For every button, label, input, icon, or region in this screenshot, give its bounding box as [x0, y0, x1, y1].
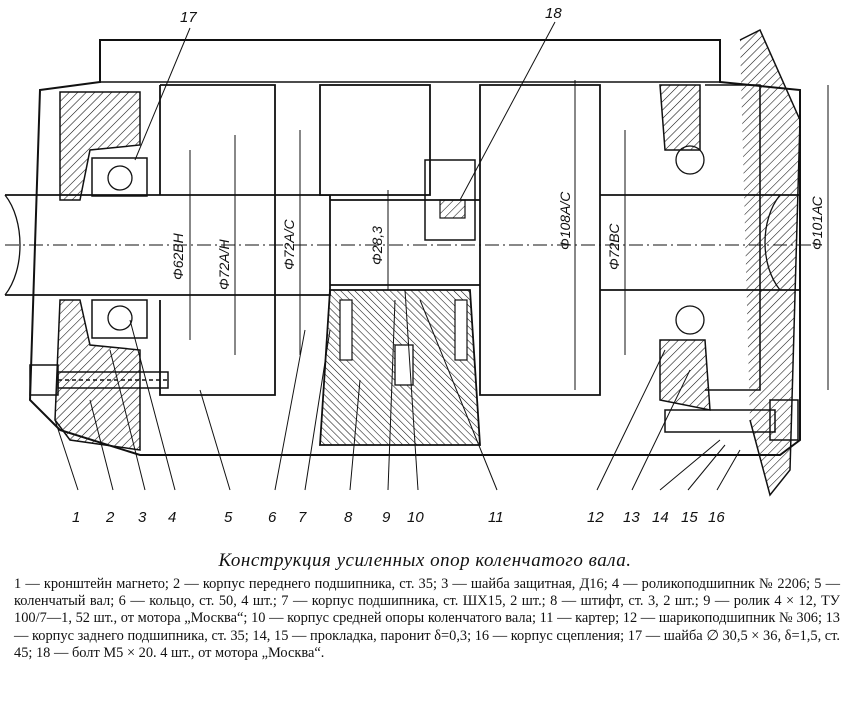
front-bearing-housing — [54, 91, 148, 451]
callout-5: 5 — [224, 509, 233, 526]
callout-10: 10 — [407, 509, 424, 526]
callout-numbers: 1 2 3 4 5 6 7 8 9 10 11 12 13 14 15 16 1… — [72, 5, 725, 526]
magneto-bolt — [29, 364, 169, 396]
leader-lines — [54, 21, 741, 491]
rear-bearing-housing — [659, 28, 801, 497]
dim-101: Φ101АС — [809, 195, 825, 250]
callout-15: 15 — [681, 509, 698, 526]
dim-72-middle: Φ72А/С — [281, 218, 297, 270]
callout-7: 7 — [298, 509, 307, 526]
callout-12: 12 — [587, 509, 604, 526]
dim-72-front: Φ72А/Н — [216, 238, 232, 290]
callout-4: 4 — [168, 509, 176, 526]
figure-caption: Конструкция усиленных опор коленчатого в… — [218, 550, 632, 571]
callout-16: 16 — [708, 509, 725, 526]
callout-3: 3 — [138, 509, 147, 526]
callout-1: 1 — [72, 509, 80, 526]
callout-13: 13 — [623, 509, 640, 526]
dim-108: Φ108А/С — [557, 191, 573, 250]
dimension-labels: Φ62ВН Φ72А/Н Φ72А/С Φ28,3 Φ108А/С Φ72ВС … — [170, 191, 825, 290]
callout-14: 14 — [652, 509, 669, 526]
callout-9: 9 — [382, 509, 391, 526]
crankshaft — [4, 84, 801, 396]
callout-17: 17 — [180, 9, 197, 26]
middle-support-housing — [319, 84, 481, 446]
callout-8: 8 — [344, 509, 353, 526]
callout-11: 11 — [488, 509, 504, 526]
legend-text: 1 — кронштейн магнето; 2 — корпус передн… — [14, 576, 840, 661]
callout-2: 2 — [105, 509, 115, 526]
dim-72-rear: Φ72ВС — [606, 223, 622, 270]
callout-18: 18 — [545, 5, 562, 22]
dim-62: Φ62ВН — [170, 232, 186, 280]
crankshaft-support-drawing: Φ62ВН Φ72А/Н Φ72А/С Φ28,3 Φ108А/С Φ72ВС … — [4, 5, 829, 526]
figure-legend: 1 — кронштейн магнето; 2 — корпус передн… — [14, 576, 840, 662]
dim-28-3: Φ28,3 — [369, 226, 385, 265]
dimension-lines — [189, 80, 829, 390]
callout-6: 6 — [268, 509, 277, 526]
